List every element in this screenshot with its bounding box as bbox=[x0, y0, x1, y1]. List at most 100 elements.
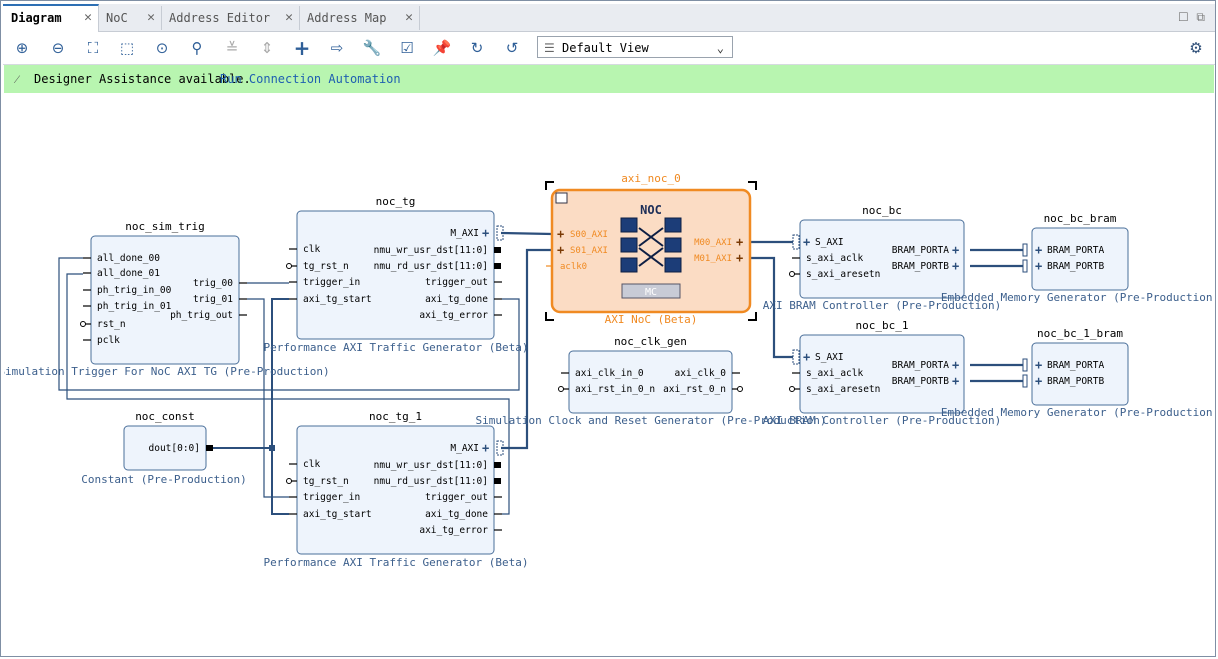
collapse-icon[interactable]: ≚ bbox=[225, 39, 239, 57]
float-icon[interactable]: ⧉ bbox=[1196, 10, 1205, 24]
bus-expand-icon: + bbox=[952, 243, 959, 257]
bus-expand-icon: + bbox=[803, 235, 810, 249]
pin-label: BRAM_PORTA bbox=[892, 245, 949, 256]
block-name: axi_noc_0 bbox=[621, 172, 681, 185]
invert-bubble bbox=[789, 271, 795, 277]
regenerate-icon[interactable]: ↺ bbox=[505, 39, 519, 57]
bus-expand-icon: + bbox=[1035, 259, 1042, 273]
zoom-fit-icon[interactable]: ⛶ bbox=[87, 39, 99, 57]
pin-label: axi_tg_start bbox=[303, 509, 372, 520]
view-select[interactable]: ☰ Default View ⌄ bbox=[537, 36, 733, 58]
tab-address-editor[interactable]: Address Editor ✕ bbox=[161, 6, 300, 30]
pin-label: s_axi_aclk bbox=[806, 368, 863, 379]
block-name: noc_bc_1 bbox=[856, 319, 909, 332]
block-name: noc_bc bbox=[862, 204, 902, 217]
pin-label: M00_AXI bbox=[694, 238, 732, 248]
pin-label: axi_rst_0_n bbox=[663, 384, 726, 395]
pin-label: S_AXI bbox=[815, 237, 844, 248]
noc-icon-title: NOC bbox=[640, 203, 662, 217]
pin-label: trigger_in bbox=[303, 492, 360, 503]
pin-label: axi_tg_error bbox=[419, 310, 488, 321]
pin-label: M_AXI bbox=[450, 443, 479, 454]
validate-icon[interactable]: ☑ bbox=[400, 39, 414, 57]
invert-bubble bbox=[789, 386, 795, 392]
tab-address-map[interactable]: Address Map ✕ bbox=[299, 6, 420, 30]
gear-icon[interactable]: ⚙ bbox=[1189, 39, 1203, 57]
block-subtitle: AXI NoC (Beta) bbox=[605, 313, 698, 326]
pin-label: s_axi_aclk bbox=[806, 253, 863, 264]
add-module-icon[interactable]: ⇨ bbox=[330, 39, 344, 57]
wire bbox=[500, 231, 553, 236]
bus-expand-icon: + bbox=[1035, 374, 1042, 388]
pin-label: axi_tg_start bbox=[303, 294, 372, 305]
pin-label: tg_rst_n bbox=[303, 261, 349, 272]
view-select-value: Default View bbox=[562, 41, 649, 55]
pin-label: ph_trig_in_00 bbox=[97, 285, 172, 296]
toolbar: ⊕ ⊖ ⛶ ⬚ ⊙ ⚲ ≚ ⇕ + ⇨ 🔧 ☑ 📌 ↻ ↺ ☰ Default … bbox=[3, 32, 1215, 65]
pin-label: BRAM_PORTA bbox=[892, 360, 949, 371]
pin-label: dout[0:0] bbox=[149, 443, 200, 454]
wire bbox=[66, 273, 510, 515]
close-icon[interactable]: ✕ bbox=[147, 10, 155, 25]
pin-stub bbox=[494, 478, 501, 484]
add-ip-icon[interactable]: + bbox=[293, 36, 311, 60]
zoom-area-icon[interactable]: ⬚ bbox=[119, 39, 135, 57]
run-connection-automation-link[interactable]: Run Connection Automation bbox=[220, 72, 401, 86]
invert-bubble bbox=[286, 263, 292, 269]
selection-handle bbox=[545, 181, 554, 190]
tab-diagram[interactable]: Diagram ✕ bbox=[3, 4, 99, 33]
block-body bbox=[799, 219, 965, 299]
search-icon[interactable]: ⚲ bbox=[191, 39, 203, 57]
block-name: noc_const bbox=[135, 410, 195, 423]
refresh-icon[interactable]: ↻ bbox=[470, 39, 484, 57]
pin-label: s_axi_aresetn bbox=[806, 269, 880, 280]
zoom-in-icon[interactable]: ⊕ bbox=[15, 39, 29, 57]
wrench-icon[interactable]: 🔧 bbox=[362, 39, 382, 57]
pin-label: aclk0 bbox=[560, 262, 587, 272]
pin-stub bbox=[494, 247, 501, 253]
center-icon[interactable]: ⊙ bbox=[155, 39, 169, 57]
interface-port bbox=[1022, 259, 1028, 273]
block-subtitle: Constant (Pre-Production) bbox=[81, 473, 247, 486]
pin-label: clk bbox=[303, 459, 320, 470]
zoom-out-icon[interactable]: ⊖ bbox=[51, 39, 65, 57]
block-name: noc_bc_1_bram bbox=[1037, 327, 1123, 340]
restore-icon[interactable]: ☐ bbox=[1178, 10, 1189, 24]
block-body bbox=[90, 235, 240, 365]
pin-label: S01_AXI bbox=[570, 246, 608, 256]
block-subtitle: Embedded Memory Generator (Pre-Productio… bbox=[941, 406, 1214, 419]
pin-icon[interactable]: 📌 bbox=[432, 39, 452, 57]
pin-label: trig_01 bbox=[193, 294, 233, 305]
block-name: noc_tg bbox=[376, 195, 416, 208]
mc-box bbox=[621, 283, 681, 299]
close-icon[interactable]: ✕ bbox=[285, 10, 293, 25]
wire bbox=[750, 256, 793, 359]
pin-label: trigger_out bbox=[425, 492, 488, 503]
close-icon[interactable]: ✕ bbox=[405, 10, 413, 25]
wire-junction bbox=[269, 445, 275, 451]
noc-switch-icon bbox=[620, 237, 638, 253]
collapse-icon bbox=[555, 192, 568, 204]
pin-label: axi_tg_done bbox=[425, 294, 488, 305]
wires bbox=[58, 231, 1023, 515]
block-name: noc_tg_1 bbox=[369, 410, 422, 423]
close-icon[interactable]: ✕ bbox=[84, 10, 92, 25]
block-subtitle: Performance AXI Traffic Generator (Beta) bbox=[264, 556, 529, 569]
tab-noc[interactable]: NoC ✕ bbox=[98, 6, 162, 30]
expand-icon[interactable]: ⇕ bbox=[260, 39, 274, 57]
block-subtitle: Simulation Clock and Reset Generator (Pr… bbox=[476, 414, 827, 427]
bus-expand-icon: + bbox=[803, 350, 810, 364]
pin-label: all_done_00 bbox=[97, 253, 160, 264]
noc-switch-icon bbox=[620, 217, 638, 233]
